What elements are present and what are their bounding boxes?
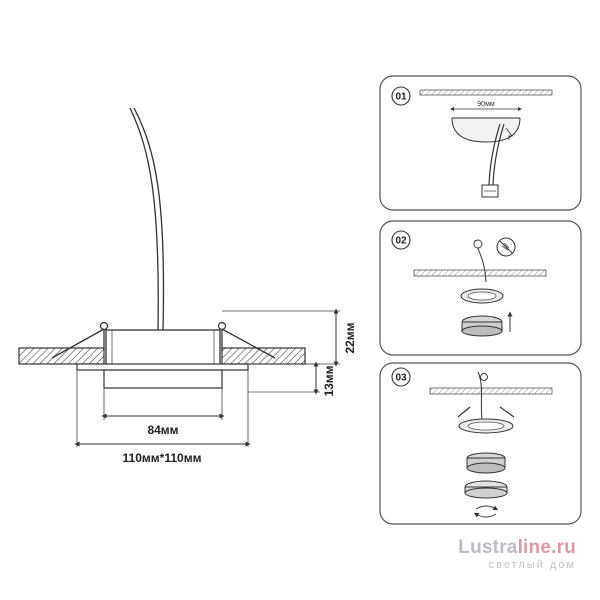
spring-clip-right (217, 321, 276, 359)
rotate-arrow-icon (473, 505, 499, 518)
watermark-tagline: светлый дом (488, 559, 576, 571)
step-panel-01: 01 90мм (379, 75, 582, 211)
ceiling-panel-left (18, 347, 105, 365)
dim-cutout-label: 84мм (147, 423, 178, 437)
watermark: Lustraline.ru светлый дом (458, 538, 576, 572)
step-number-01: 01 (395, 92, 407, 103)
housing-03 (457, 406, 515, 434)
no-tool-icon (496, 237, 516, 257)
connector-02 (473, 239, 483, 249)
watermark-brand-part1: Lustra (458, 537, 518, 558)
watermark-brand: Lustraline.ru (458, 538, 576, 558)
lamp-lower-body (103, 369, 223, 389)
spring-clip-left (51, 321, 109, 359)
wire-01 (488, 123, 501, 186)
supply-wire-2 (133, 107, 165, 331)
step-badge-03 (391, 367, 411, 387)
ceiling-panel-right (221, 347, 306, 365)
trim-flange (76, 363, 249, 371)
cutout-hole (451, 117, 521, 143)
step-panel-02: 02 (379, 220, 582, 356)
supply-wire (129, 107, 159, 331)
wire-03 (477, 371, 483, 421)
ceiling-strip-02 (413, 269, 547, 277)
step-number-02: 02 (395, 236, 407, 247)
watermark-brand-part2: line.ru (517, 537, 576, 558)
ceiling-strip-03 (429, 387, 553, 395)
main-cross-section: 84мм 110мм*110мм 22мм 13мм (18, 107, 357, 465)
dim-height-body-label: 13мм (322, 365, 336, 396)
step-badge-02 (391, 230, 411, 250)
dim-90-label: 90мм (477, 101, 495, 108)
step-panel-03: 03 (379, 362, 582, 525)
lamp-housing (105, 329, 221, 367)
ceiling-strip-01 (419, 89, 553, 96)
step-badge-01 (391, 86, 411, 106)
step-number-03: 03 (395, 373, 407, 384)
dim-outer-label: 110мм*110мм (123, 451, 202, 465)
dim-height-total-label: 22мм (343, 322, 357, 353)
